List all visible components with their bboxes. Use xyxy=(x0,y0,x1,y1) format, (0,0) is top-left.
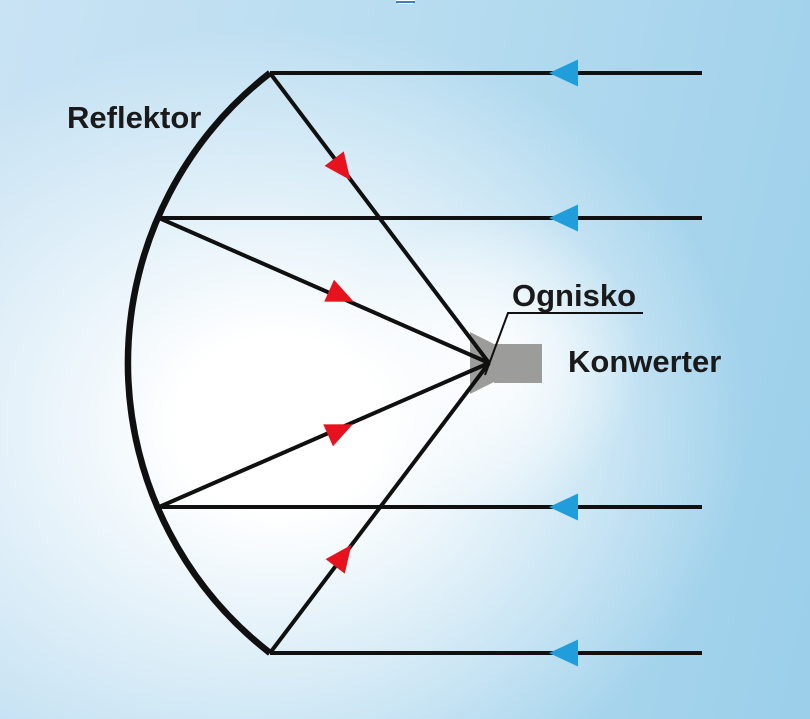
directional-arrowhead-icon xyxy=(324,151,351,181)
incident-ray-arrowheads xyxy=(549,59,578,667)
reflected-ray-2 xyxy=(158,216,490,365)
left-arrowhead-icon xyxy=(549,639,578,667)
focus-leader-line xyxy=(484,312,643,376)
left-arrowhead-icon xyxy=(549,493,578,521)
focus-label: Ognisko xyxy=(512,278,637,313)
directional-arrowhead-icon xyxy=(323,424,353,447)
reflector-label: Reflektor xyxy=(67,100,202,135)
directional-arrowhead-icon xyxy=(324,279,354,302)
converter xyxy=(470,332,542,394)
reflected-ray-arrowheads xyxy=(323,151,354,574)
converter-body xyxy=(494,344,542,383)
directional-arrowhead-icon xyxy=(325,544,352,574)
converter-label: Konwerter xyxy=(568,344,722,379)
reflector-arc xyxy=(124,70,272,656)
left-arrowhead-icon xyxy=(549,204,578,232)
clipped-top-artifact-stripe xyxy=(396,1,415,3)
left-arrowhead-icon xyxy=(549,59,578,87)
reflected-rays xyxy=(158,71,491,655)
clipped-top-artifact xyxy=(396,0,415,4)
incident-rays xyxy=(159,71,702,655)
reflected-ray-3 xyxy=(158,361,490,509)
